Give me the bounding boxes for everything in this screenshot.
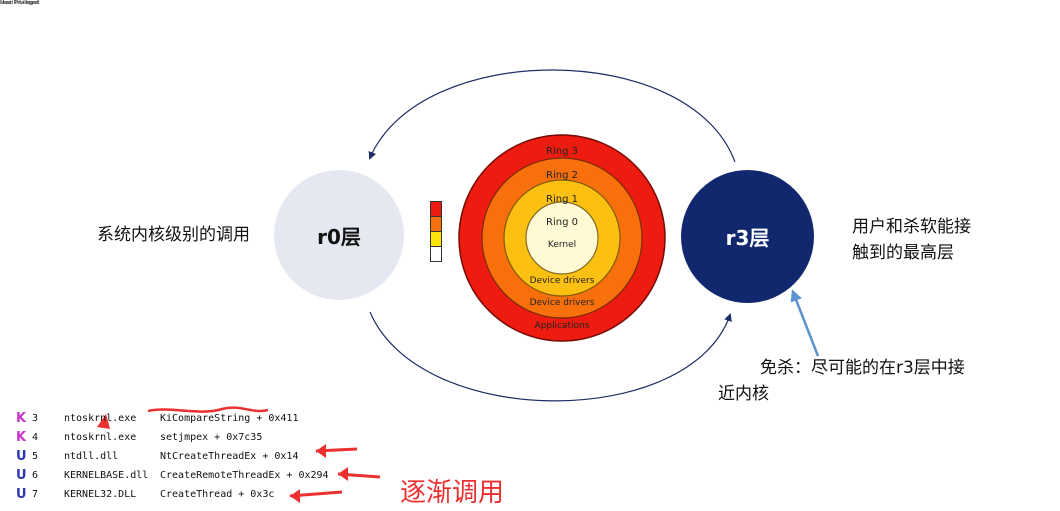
frame-module: KERNEL32.DLL xyxy=(64,489,137,500)
frame-module: KERNELBASE.dll xyxy=(64,470,149,481)
r3-node: r3层 xyxy=(681,170,814,303)
privilege-bar-orange xyxy=(430,216,442,232)
stack-row: U 7 KERNEL32.DLL CreateThread + 0x3c xyxy=(14,485,574,504)
gradual-call-annotation: 逐渐调用 xyxy=(400,478,505,508)
frame-function: KiCompareString + 0x411 xyxy=(160,413,299,424)
frame-index: 4 xyxy=(32,432,39,443)
ring-2-label: Ring 2 xyxy=(546,170,578,181)
applications-label: Applications xyxy=(535,321,590,331)
frame-module: ntoskrnl.exe xyxy=(64,413,137,424)
frame-index: 7 xyxy=(32,489,39,500)
ring-3-label: Ring 3 xyxy=(546,146,578,157)
mode-badge: K xyxy=(16,411,27,426)
stack-row: U 5 ntdll.dll NtCreateThreadEx + 0x14 xyxy=(14,447,574,466)
ring-1-label: Ring 1 xyxy=(546,194,578,205)
r0-node: r0层 xyxy=(274,170,404,300)
stack-row: U 6 KERNELBASE.dll CreateRemoteThreadEx … xyxy=(14,466,574,485)
r3-label: r3层 xyxy=(725,226,770,250)
user-level-caption: 用户和杀软能接触到的最高层 xyxy=(852,217,971,263)
mode-badge: U xyxy=(16,487,27,502)
kernel-call-caption: 系统内核级别的调用 xyxy=(97,225,250,245)
frame-index: 5 xyxy=(32,451,39,462)
bypass-caption-line-1: 免杀：尽可能的在r3层中接 xyxy=(760,358,965,378)
privilege-bar-white xyxy=(430,246,442,262)
legend-least-privileged: Least Privileged xyxy=(0,0,40,6)
red-mark xyxy=(97,414,110,429)
privilege-bar-red xyxy=(430,201,442,217)
frame-index: 6 xyxy=(32,470,39,481)
arc-bottom-arrow xyxy=(369,311,732,402)
mode-badge: U xyxy=(16,449,27,464)
stack-row: K 3 ntoskrnl.exe KiCompareString + 0x411 xyxy=(14,409,574,428)
device-drivers-outer-label: Device drivers xyxy=(530,298,595,308)
frame-function: setjmpex + 0x7c35 xyxy=(160,432,263,443)
frame-function: CreateThread + 0x3c xyxy=(160,489,275,500)
frame-index: 3 xyxy=(32,413,39,424)
r0-label: r0层 xyxy=(317,224,361,249)
frame-function: CreateRemoteThreadEx + 0x294 xyxy=(160,470,329,481)
frame-module: ntoskrnl.exe xyxy=(64,432,137,443)
arc-top-arrow xyxy=(368,69,736,163)
mode-badge: K xyxy=(16,430,27,445)
bypass-caption: 免杀：尽可能的在r3层中接 近内核 xyxy=(718,355,1008,407)
call-arrows xyxy=(97,406,381,503)
protection-rings: Ring 3 Ring 2 Ring 1 Ring 0 Kernel Devic… xyxy=(458,134,666,342)
bypass-pointer-arrow xyxy=(790,289,820,357)
ring-0 xyxy=(525,201,599,275)
frame-module: ntdll.dll xyxy=(64,451,119,462)
device-drivers-inner-label: Device drivers xyxy=(530,276,595,286)
legend-most-privileged: Most Privileged xyxy=(0,0,39,6)
ring-0-label: Ring 0 xyxy=(546,217,578,228)
mode-badge: U xyxy=(16,468,27,483)
bypass-caption-line-2: 近内核 xyxy=(718,384,769,404)
frame-function: NtCreateThreadEx + 0x14 xyxy=(160,451,299,462)
kernel-label: Kernel xyxy=(548,240,576,250)
call-stack: K 3 ntoskrnl.exe KiCompareString + 0x411… xyxy=(14,409,574,504)
stack-row: K 4 ntoskrnl.exe setjmpex + 0x7c35 xyxy=(14,428,574,447)
privilege-bar-yellow xyxy=(430,231,442,247)
red-scribble xyxy=(147,406,269,413)
